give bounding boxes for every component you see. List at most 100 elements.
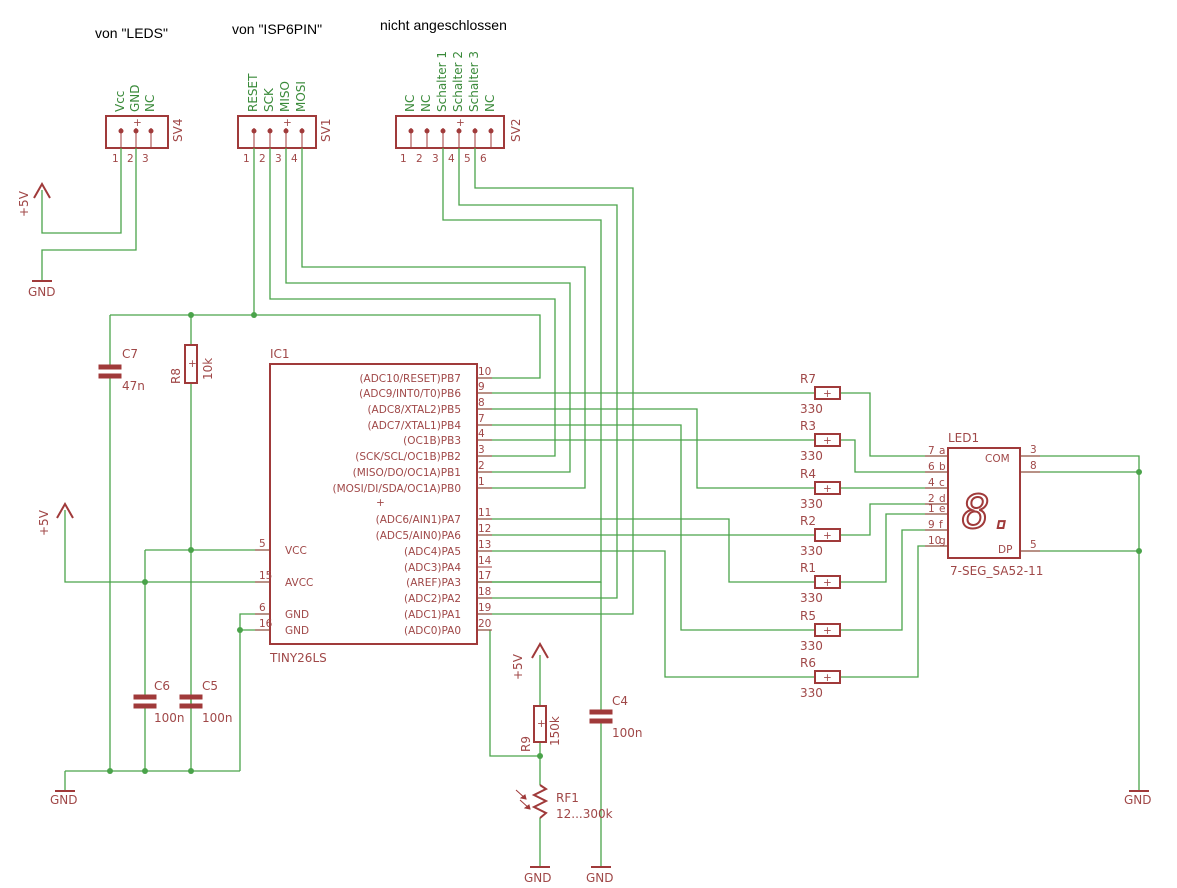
resistor-name: R5 bbox=[800, 609, 816, 623]
ic1-pin-label: (ADC3)PA4 bbox=[404, 562, 461, 574]
wires bbox=[41, 148, 1140, 866]
sv1-net-sck: SCK bbox=[262, 87, 276, 112]
resistor-r3: + R3 330 bbox=[800, 419, 841, 463]
sv1-net-reset: RESET bbox=[246, 73, 260, 112]
svg-text:+: + bbox=[823, 577, 832, 589]
svg-text:+: + bbox=[823, 435, 832, 447]
ic1-pin-label: (ADC7/XTAL1)PB4 bbox=[367, 420, 461, 432]
gnd-label-1: GND bbox=[28, 285, 56, 299]
ic1-pin-label: (ADC1)PA1 bbox=[404, 609, 461, 621]
led1-name: LED1 bbox=[948, 431, 979, 445]
sv2-net-nc2: NC bbox=[419, 95, 433, 112]
ic1-pin-num: 12 bbox=[478, 523, 491, 535]
sv2-pin6: 6 bbox=[480, 153, 487, 165]
led1-pin-seg: c bbox=[939, 477, 945, 489]
connector-sv1: + 1 2 3 4 SV1 RESET SCK MISO MOSI bbox=[237, 73, 333, 165]
sv2-net-nc1: NC bbox=[403, 95, 417, 112]
sv2-net-schalter1: Schalter 1 bbox=[435, 51, 449, 112]
ic1-pin-num: 1 bbox=[478, 476, 485, 488]
c6-name: C6 bbox=[154, 679, 170, 693]
led1-pin-seg: f bbox=[939, 519, 943, 531]
segment-resistors: +R7330+R3330+R4330+R2330+R1330+R5330+R63… bbox=[800, 372, 841, 700]
resistor-name: R6 bbox=[800, 656, 816, 670]
led1-pin-num: 3 bbox=[1030, 444, 1037, 456]
led1-pin-seg: b bbox=[939, 461, 946, 473]
resistor-value: 330 bbox=[800, 402, 823, 416]
ic1-pin-num: 10 bbox=[478, 366, 491, 378]
led1-pin-num: 10 bbox=[928, 535, 941, 547]
sv2-pin4: 4 bbox=[448, 153, 455, 165]
resistor-value: 330 bbox=[800, 497, 823, 511]
power-symbols: +5V GND +5V GND +5V GND GND GND bbox=[17, 181, 1152, 885]
led1-dp: DP bbox=[998, 544, 1012, 556]
svg-text:+: + bbox=[823, 625, 832, 637]
sv2-pin3: 3 bbox=[432, 153, 439, 165]
svg-text:+: + bbox=[376, 497, 385, 509]
sv1-pin2: 2 bbox=[259, 153, 266, 165]
svg-text:+: + bbox=[188, 358, 197, 370]
r9-name: R9 bbox=[519, 736, 533, 752]
resistor-r8: + R8 10k bbox=[169, 344, 215, 384]
led1-pin-num: 8 bbox=[1030, 460, 1037, 472]
led1-pin-seg: d bbox=[939, 493, 946, 505]
c6-value: 100n bbox=[154, 711, 185, 725]
led1-pin-num: 2 bbox=[928, 493, 935, 505]
led1-pin-num: 1 bbox=[928, 503, 935, 515]
r8-name: R8 bbox=[169, 368, 183, 384]
sv4-net-gnd: GND bbox=[128, 84, 142, 112]
ic1-pin-num: 16 bbox=[259, 618, 273, 630]
c5-value: 100n bbox=[202, 711, 233, 725]
ic1-pin-label: GND bbox=[285, 625, 309, 637]
r8-value: 10k bbox=[201, 358, 215, 380]
ic1-pin-label: (MOSI/DI/SDA/OC1A)PB0 bbox=[333, 483, 462, 495]
ic1-pin-num: 13 bbox=[478, 539, 491, 551]
vcc-label-1: +5V bbox=[17, 190, 31, 217]
sv4-net-nc: NC bbox=[143, 95, 157, 112]
r9-value: 150k bbox=[548, 716, 562, 746]
photoresistor-rf1: RF1 12...300k bbox=[515, 784, 613, 821]
ic1-pin-num: 15 bbox=[259, 570, 272, 582]
resistor-value: 330 bbox=[800, 544, 823, 558]
ic1-pin-num: 5 bbox=[259, 538, 266, 550]
svg-text:+: + bbox=[823, 530, 832, 542]
sv2-pin5: 5 bbox=[464, 153, 471, 165]
resistor-r9: + R9 150k bbox=[519, 705, 562, 752]
ic1-pin-num: 20 bbox=[478, 618, 491, 630]
ic1-name: IC1 bbox=[270, 347, 290, 361]
ic1-pin-num: 8 bbox=[478, 397, 485, 409]
ic1-pin-label: (ADC4)PA5 bbox=[404, 546, 461, 558]
ic1-pin-label: (ADC10/RESET)PB7 bbox=[359, 373, 461, 385]
resistor-value: 330 bbox=[800, 686, 823, 700]
sv2-net-nc3: NC bbox=[483, 95, 497, 112]
svg-text:+: + bbox=[283, 117, 292, 129]
svg-text:+: + bbox=[823, 388, 832, 400]
rf1-name: RF1 bbox=[556, 791, 579, 805]
resistor-name: R2 bbox=[800, 514, 816, 528]
resistor-value: 330 bbox=[800, 449, 823, 463]
connector-sv2: + 1 2 3 4 5 6 SV2 NC NC Schalter 1 Schal… bbox=[395, 51, 523, 165]
sv1-name: SV1 bbox=[319, 119, 333, 142]
resistor-name: R3 bbox=[800, 419, 816, 433]
ic1-pin-label: (ADC6/AIN1)PA7 bbox=[376, 514, 461, 526]
capacitor-c6: C6 100n bbox=[133, 679, 185, 725]
gnd-label-4: GND bbox=[586, 871, 614, 885]
ic1-pin-label: (OC1B)PB3 bbox=[403, 435, 461, 447]
rf1-value: 12...300k bbox=[556, 807, 613, 821]
ic1-pin-label: AVCC bbox=[285, 577, 313, 589]
c7-name: C7 bbox=[122, 347, 138, 361]
sv1-net-mosi: MOSI bbox=[294, 81, 308, 112]
svg-text:+: + bbox=[823, 672, 832, 684]
led1-pin-num: 6 bbox=[928, 461, 935, 473]
led1-com: COM bbox=[985, 453, 1010, 465]
ic1-pin-label: (ADC0)PA0 bbox=[404, 625, 461, 637]
ic1-pin-num: 7 bbox=[478, 413, 485, 425]
led1-pin-num: 4 bbox=[928, 477, 935, 489]
ic1-pin-num: 19 bbox=[478, 602, 491, 614]
